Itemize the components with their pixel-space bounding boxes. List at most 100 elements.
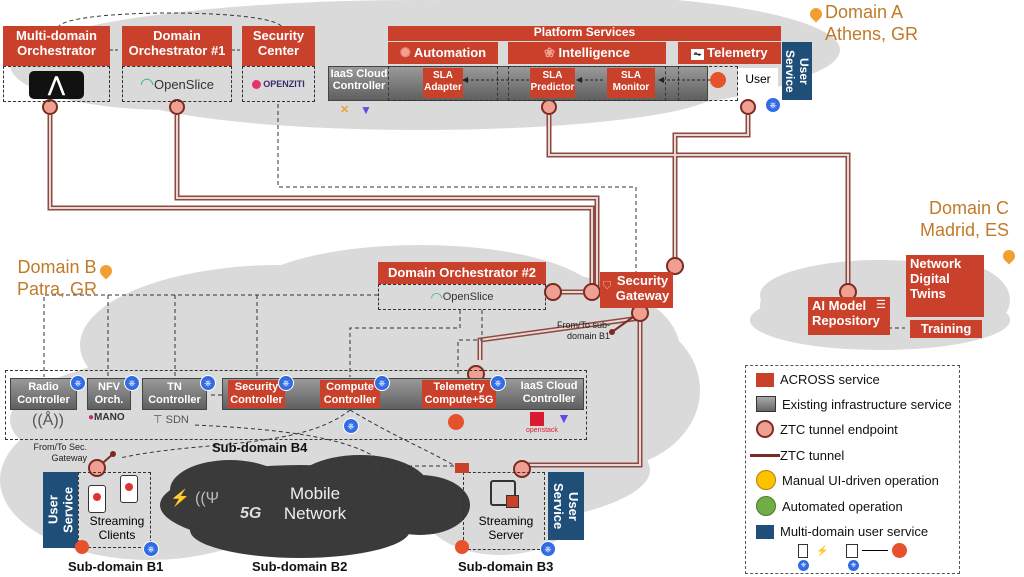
kubernetes-icon: ⎈	[143, 541, 159, 557]
antenna-icon: ((Å))	[32, 412, 64, 429]
user-service-a[interactable]: User Service	[782, 42, 812, 100]
domain-a-city: Athens, GR	[825, 23, 919, 44]
domain-orchestrator-1[interactable]: Domain Orchestrator #1	[122, 26, 232, 66]
kubernetes-icon: ⎈	[278, 375, 294, 391]
radio-controller[interactable]: Radio Controller	[10, 378, 77, 410]
ai-model-repository[interactable]: AI Model Repository	[808, 297, 890, 335]
legend-label: Existing infrastructure service	[782, 396, 952, 412]
prometheus-icon	[710, 72, 726, 88]
training-button[interactable]: Training	[910, 320, 982, 338]
legend-item-automated: Automated operation	[756, 496, 903, 516]
telemetry-tab[interactable]: ⏦ Telemetry	[678, 42, 781, 64]
security-gateway[interactable]: Security Gateway	[600, 272, 673, 308]
domain-c-city: Madrid, ES	[920, 219, 1010, 240]
security-gateway-label: Security Gateway	[615, 273, 670, 303]
streaming-clients-label: Streaming Clients	[89, 514, 145, 543]
pulse-icon: ⏦	[691, 49, 704, 60]
streaming-server-label: Streaming Server	[478, 514, 534, 543]
mobile-network-label: Mobile Network	[283, 484, 347, 524]
network-digital-twins[interactable]: Network Digital Twins	[906, 255, 984, 317]
intelligence-tab[interactable]: ❀ Intelligence	[508, 42, 666, 64]
legend-item-manual: Manual UI-driven operation	[756, 470, 939, 490]
nfv-orch[interactable]: NFV Orch.	[87, 378, 131, 410]
security-center-link	[277, 104, 637, 276]
openstack-logo-text: openstack	[526, 427, 558, 434]
domain-c-name: Domain C	[929, 198, 1010, 218]
security-controller[interactable]: Security Controller	[228, 380, 285, 408]
arrow-icon	[862, 550, 888, 551]
kubernetes-icon: ⎈	[797, 559, 810, 572]
from-to-b1-label: From/To sub-domain B1	[556, 320, 610, 341]
openslice-logo-box: ◠ OpenSlice	[122, 66, 232, 102]
security-center[interactable]: Security Center	[242, 26, 315, 66]
platform-services-header: Platform Services	[388, 25, 781, 41]
multi-domain-orchestrator[interactable]: Multi-domain Orchestrator	[3, 26, 110, 66]
domain-orchestrator-2[interactable]: Domain Orchestrator #2	[378, 262, 546, 284]
user-service-b1[interactable]: User Service	[43, 472, 78, 548]
kubernetes-icon: ⎈	[200, 375, 216, 391]
sla-predictor[interactable]: SLA Predictor	[530, 68, 575, 98]
legend-swatch	[756, 372, 774, 387]
legend-label: ZTC tunnel endpoint	[780, 421, 898, 437]
telemetry-box	[678, 66, 738, 101]
server-icon	[846, 544, 858, 558]
legend-item-across: ACROSS service	[756, 372, 880, 387]
sub-domain-b4-label: Sub-domain B4	[212, 440, 308, 455]
ndt-label: Network Digital Twins	[910, 256, 962, 301]
tn-controller[interactable]: TN Controller	[142, 378, 207, 410]
legend-swatch	[756, 396, 776, 412]
tower-icon: ⊤	[153, 414, 163, 426]
telemetry-label: Telemetry	[707, 45, 768, 60]
domain-b-name: Domain B	[17, 257, 97, 277]
terraform-icon: ▼	[360, 103, 372, 117]
telemetry-compute-5g[interactable]: Telemetry Compute+5G	[422, 380, 496, 408]
sla-adapter[interactable]: SLA Adapter	[423, 68, 463, 98]
sla-monitor[interactable]: SLA Monitor	[607, 68, 655, 98]
brain-icon: ❀	[543, 45, 555, 60]
intelligence-box	[508, 66, 666, 101]
kubernetes-icon: ⎈	[490, 375, 506, 391]
domain-b-location: Domain B Patra, GR	[17, 257, 97, 300]
prometheus-icon	[455, 540, 469, 554]
openslice-logo-box-b: ◠ OpenSlice	[378, 284, 546, 310]
openziti-icon	[252, 79, 262, 89]
automation-tab[interactable]: ✺ Automation	[388, 42, 498, 64]
automation-box	[388, 66, 498, 101]
kubernetes-icon: ⎈	[343, 418, 359, 434]
legend-item-infra: Existing infrastructure service	[756, 396, 952, 412]
user-label: User	[738, 68, 778, 98]
shield-icon: ⛉	[603, 280, 612, 292]
sub-domain-b3-box	[463, 472, 545, 550]
maestro-logo-icon: ⋀	[29, 71, 84, 99]
lightning-icon: ⚡	[170, 490, 190, 507]
user-service-b3[interactable]: User Service	[548, 472, 584, 540]
openziti-logo-text: OPENZITI	[263, 79, 305, 89]
apex-icon: ✕	[340, 104, 350, 116]
sdn-logo-text: SDN	[165, 414, 189, 426]
legend-label: Manual UI-driven operation	[782, 472, 939, 488]
mobile-network-cloud	[160, 455, 470, 558]
kubernetes-icon: ⎈	[765, 97, 781, 113]
legend-swatch	[756, 470, 776, 490]
iaas-cloud-controller-a[interactable]: IaaS Cloud Controller	[330, 68, 388, 92]
openslice-logo-text: OpenSlice	[153, 76, 214, 92]
domain-a-location: Domain A Athens, GR	[825, 2, 918, 45]
sub-domain-b1-label: Sub-domain B1	[68, 559, 164, 574]
gear-icon: ✺	[399, 45, 411, 60]
legend-swatch	[756, 524, 774, 539]
compute-controller[interactable]: Compute Controller	[320, 380, 380, 408]
phone-icon	[120, 475, 138, 503]
openstack-icon	[530, 412, 544, 426]
domain-c-location: Domain C Madrid, ES	[920, 198, 1009, 241]
sub-domain-b3-label: Sub-domain B3	[458, 559, 554, 574]
sla-flow-arrows	[462, 77, 710, 83]
legend-swatch	[756, 420, 774, 438]
kubernetes-icon: ⎈	[847, 559, 860, 572]
kubernetes-icon: ⎈	[70, 375, 86, 391]
intelligence-label: Intelligence	[558, 45, 631, 60]
kubernetes-icon: ⎈	[540, 541, 556, 557]
openslice-logo-text: OpenSlice	[442, 291, 494, 303]
terraform-icon: ▼	[557, 410, 571, 426]
mano-logo-text: MANO	[94, 412, 125, 423]
iaas-cloud-controller-b[interactable]: IaaS Cloud Controller	[520, 380, 578, 405]
